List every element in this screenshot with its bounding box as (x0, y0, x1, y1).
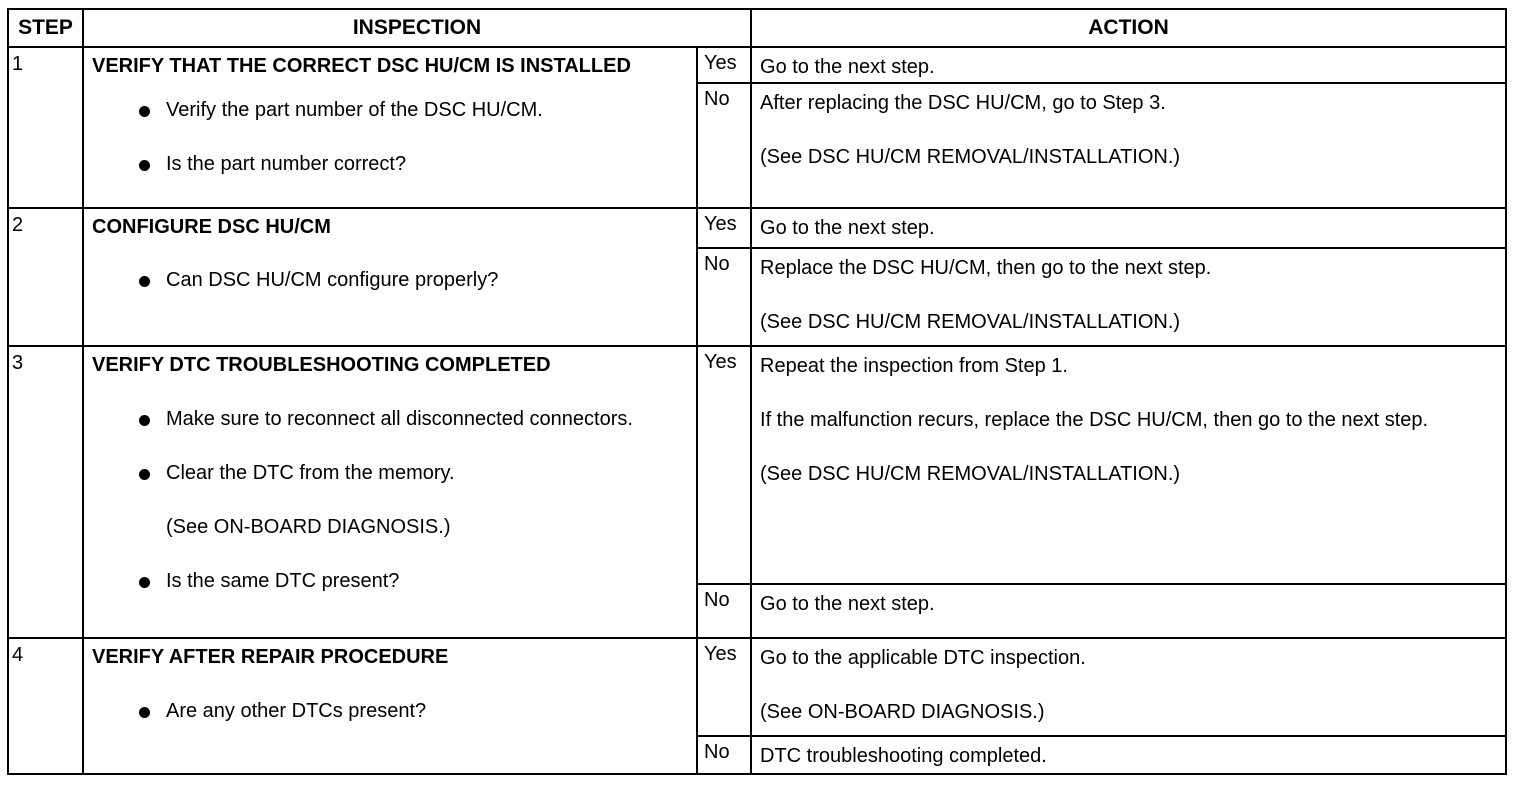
inspection-cell: VERIFY THAT THE CORRECT DSC HU/CM IS INS… (82, 46, 698, 209)
yes-action: Go to the applicable DTC inspection. (Se… (750, 637, 1508, 737)
step-number: 4 (7, 637, 84, 775)
bullet-item: Is the part number correct? (92, 149, 686, 179)
table-row: No After replacing the DSC HU/CM, go to … (8, 82, 1508, 209)
header-action: ACTION (750, 8, 1508, 48)
note-item: (See ON-BOARD DIAGNOSIS.) (166, 516, 451, 538)
yes-label: Yes (695, 345, 753, 585)
step-number: 2 (7, 207, 84, 347)
no-label: No (695, 82, 753, 209)
inspection-bullets: Verify the part number of the DSC HU/CM.… (92, 95, 686, 179)
no-label: No (695, 247, 753, 347)
inspection-bullets: Are any other DTCs present? (92, 696, 686, 726)
inspection-title: CONFIGURE DSC HU/CM (92, 216, 331, 238)
table-row: 4 VERIFY AFTER REPAIR PROCEDURE Are any … (7, 637, 1508, 775)
header-inspection: INSPECTION (81, 8, 753, 48)
bullet-item: Is the same DTC present? (92, 566, 686, 596)
inspection-title: VERIFY THAT THE CORRECT DSC HU/CM IS INS… (92, 55, 631, 77)
header-step: STEP (7, 8, 84, 48)
bullet-item: Are any other DTCs present? (92, 696, 686, 726)
yes-label: Yes (695, 46, 753, 84)
bullet-item: Verify the part number of the DSC HU/CM. (92, 95, 686, 125)
no-action: Replace the DSC HU/CM, then go to the ne… (750, 247, 1508, 347)
inspection-bullets: Make sure to reconnect all disconnected … (92, 404, 686, 596)
no-label: No (695, 583, 753, 639)
table-header-row: STEP INSPECTION ACTION (7, 8, 1508, 48)
bullet-icon (139, 160, 150, 171)
troubleshooting-sheet: STEP INSPECTION ACTION 1 VERIFY THAT THE… (7, 8, 1508, 801)
inspection-title: VERIFY DTC TROUBLESHOOTING COMPLETED (92, 354, 551, 376)
bullet-icon (139, 707, 150, 718)
bullet-item: Make sure to reconnect all disconnected … (92, 404, 686, 434)
yes-action: Repeat the inspection from Step 1. If th… (750, 345, 1508, 585)
table-row: No DTC troubleshooting completed. (8, 735, 1508, 775)
inspection-cell: CONFIGURE DSC HU/CM Can DSC HU/CM config… (82, 207, 698, 347)
bullet-item: Clear the DTC from the memory. (92, 458, 686, 488)
table-row: No Replace the DSC HU/CM, then go to the… (8, 247, 1508, 347)
table-row: 1 VERIFY THAT THE CORRECT DSC HU/CM IS I… (7, 46, 1508, 209)
no-label: No (695, 735, 753, 775)
step-number: 3 (7, 345, 84, 639)
no-action: Go to the next step. (750, 583, 1508, 639)
step-number: 1 (7, 46, 84, 209)
no-action: DTC troubleshooting completed. (750, 735, 1508, 775)
yes-label: Yes (695, 207, 753, 249)
yes-action: Go to the next step. (750, 207, 1508, 249)
bullet-icon (139, 106, 150, 117)
table-row: No Go to the next step. (8, 583, 1508, 639)
bullet-item: Can DSC HU/CM configure properly? (92, 265, 686, 295)
bullet-icon (139, 469, 150, 480)
table-row: 2 CONFIGURE DSC HU/CM Can DSC HU/CM conf… (7, 207, 1508, 347)
bullet-icon (139, 415, 150, 426)
yes-action: Go to the next step. (750, 46, 1508, 84)
no-action: After replacing the DSC HU/CM, go to Ste… (750, 82, 1508, 209)
troubleshooting-table: STEP INSPECTION ACTION 1 VERIFY THAT THE… (7, 8, 1508, 775)
bullet-icon (139, 577, 150, 588)
inspection-title: VERIFY AFTER REPAIR PROCEDURE (92, 646, 449, 668)
table-row: 3 VERIFY DTC TROUBLESHOOTING COMPLETED M… (7, 345, 1508, 639)
inspection-cell: VERIFY DTC TROUBLESHOOTING COMPLETED Mak… (82, 345, 698, 639)
inspection-bullets: Can DSC HU/CM configure properly? (92, 265, 686, 295)
bullet-icon (139, 276, 150, 287)
yes-label: Yes (695, 637, 753, 737)
inspection-cell: VERIFY AFTER REPAIR PROCEDURE Are any ot… (82, 637, 698, 775)
